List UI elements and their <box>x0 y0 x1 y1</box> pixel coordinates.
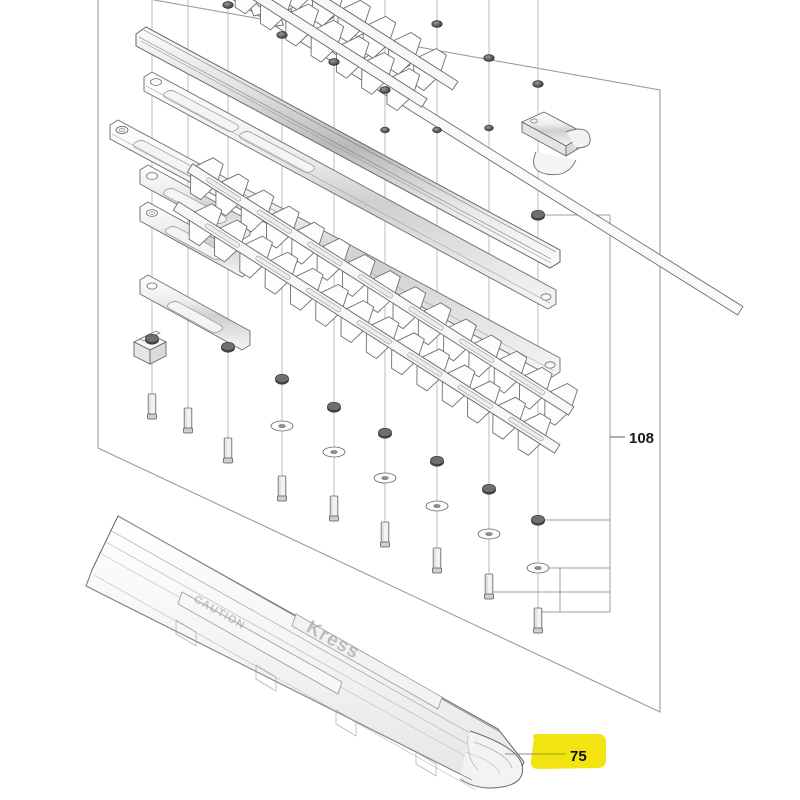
washer <box>270 420 294 432</box>
nut <box>275 373 289 385</box>
cutter-blade-b <box>172 201 561 456</box>
end-bracket <box>520 111 591 176</box>
bracket-108-group <box>490 214 611 613</box>
cover-label-panel <box>177 591 443 710</box>
nut-top-row <box>222 1 544 134</box>
cutter-blade-a <box>186 157 578 426</box>
blade-field <box>172 0 578 456</box>
slotted-plate-upper <box>143 71 557 310</box>
screw <box>223 437 233 464</box>
guide-rail-bar <box>135 26 561 269</box>
callout-108-label: 108 <box>629 430 654 447</box>
slotted-plate-short-3 <box>139 274 251 351</box>
callout-75-highlight <box>530 734 606 769</box>
nut <box>482 483 496 495</box>
callout-75[interactable]: 75 <box>505 734 606 769</box>
fasteners-group <box>145 1 550 634</box>
diagram-frame <box>97 0 661 713</box>
callout-75-label: 75 <box>570 748 587 765</box>
screw <box>183 407 193 434</box>
screw <box>484 573 494 600</box>
nut <box>327 401 341 413</box>
cutter-blade-top-fragment <box>232 0 459 92</box>
washer <box>425 500 449 512</box>
screw <box>380 521 390 548</box>
cutter-blade-top-fragment-2 <box>218 0 428 112</box>
washer <box>373 472 397 484</box>
screw <box>432 547 442 574</box>
screw <box>277 475 287 502</box>
nut <box>378 427 392 439</box>
blade-cover: CAUTION Kress <box>85 515 525 791</box>
screw <box>533 607 543 634</box>
nut <box>531 209 545 221</box>
screw <box>329 495 339 522</box>
washer <box>526 562 550 574</box>
nut <box>221 341 235 353</box>
screw <box>147 393 157 420</box>
washer <box>322 446 346 458</box>
washer <box>477 528 501 540</box>
nut <box>430 455 444 467</box>
nut <box>531 514 545 526</box>
nut <box>145 333 159 345</box>
callout-108[interactable]: 108 <box>610 430 654 447</box>
upper-blade-bar <box>228 0 744 316</box>
